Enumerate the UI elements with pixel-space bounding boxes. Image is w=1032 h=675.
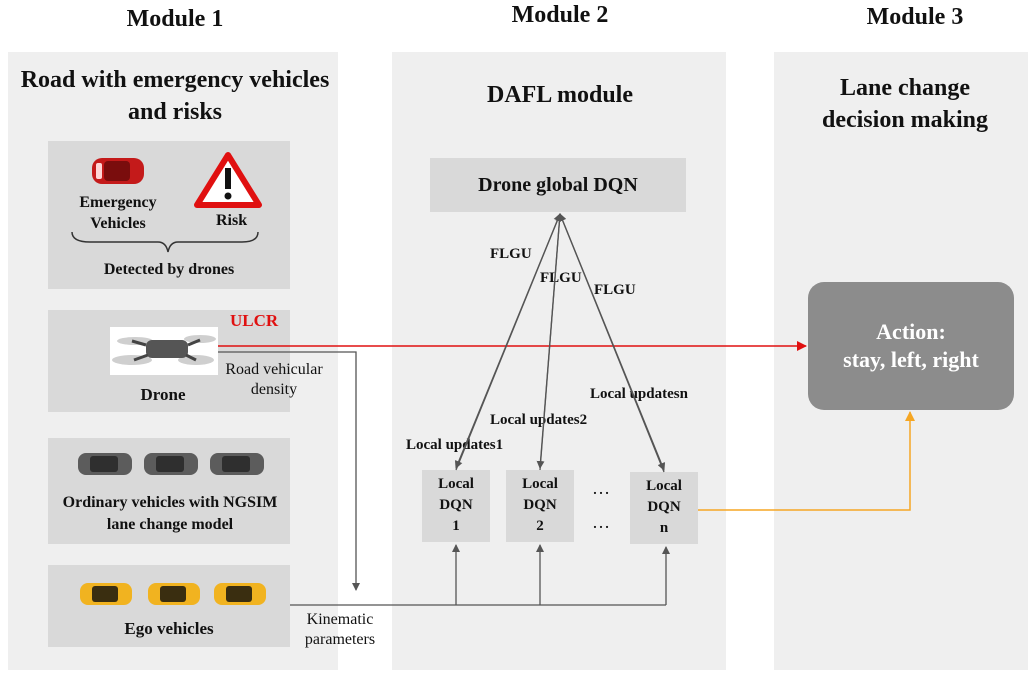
brace-icon	[71, 231, 259, 253]
ego-vehicles-label: Ego vehicles	[124, 619, 214, 638]
module-1-title: Module 1	[126, 6, 224, 32]
yellow-car-icon-2	[148, 583, 200, 605]
local-updates-n-label: Local updatesn	[590, 386, 688, 402]
action-options: stay, left, right	[843, 347, 979, 372]
local-dqn-1-line3: 1	[452, 518, 460, 534]
local-updates-2-label: Local updates2	[490, 412, 588, 428]
flgu-label-3: FLGU	[594, 282, 636, 298]
ego-vehicles-box	[48, 565, 290, 647]
flgu-arrow-2	[536, 213, 561, 469]
local-dqn-1-box	[422, 470, 490, 542]
kinematic-label: Kinematic parameters	[304, 611, 376, 648]
module-2-title: Module 2	[511, 2, 609, 28]
ordinary-vehicles-label: Ordinary vehicles with NGSIM lane change…	[62, 494, 278, 533]
local-dqn-2-line2: DQN	[523, 497, 557, 513]
local-dqn-2-label: Local DQN 2	[506, 474, 574, 537]
road-density-label: Road vehicular density	[225, 361, 323, 398]
action-label: Action: stay, left, right	[808, 318, 1014, 374]
local-dqn-n-box	[630, 472, 698, 544]
density-connector	[218, 351, 360, 591]
global-dqn-box	[430, 158, 686, 212]
yellow-car-icon-1	[80, 583, 132, 605]
module-3-title: Module 3	[866, 4, 964, 30]
global-dqn-label: Drone global DQN	[478, 174, 638, 196]
local-dqn-1-line1: Local	[438, 476, 474, 492]
emergency-car-icon	[92, 158, 144, 184]
drone-icon	[110, 327, 218, 375]
emergency-risk-box	[48, 141, 290, 289]
module-1-panel-title: Road with emergency vehicles and risks	[20, 67, 330, 125]
yellow-car-icon-3	[214, 583, 266, 605]
gray-car-icon-2	[144, 453, 198, 475]
ellipsis-top: …	[592, 478, 610, 498]
flgu-arrow-1	[454, 213, 561, 469]
flgu-label-1: FLGU	[490, 246, 532, 262]
local-dqn-1-label: Local DQN 1	[422, 474, 490, 537]
module-2-panel	[392, 52, 726, 670]
local-dqn-n-label: Local DQN n	[630, 476, 698, 539]
detected-by-drones-label: Detected by drones	[103, 261, 235, 278]
flgu-arrow-n	[559, 213, 666, 471]
local-dqn-n-line1: Local	[646, 478, 682, 494]
gray-car-icon-3	[210, 453, 264, 475]
drone-label: Drone	[140, 385, 186, 404]
ulcr-label: ULCR	[230, 311, 279, 330]
action-feed-arrow	[698, 411, 915, 511]
local-dqn-n-line3: n	[659, 520, 669, 536]
action-box	[808, 282, 1014, 410]
local-dqn-2-line1: Local	[522, 476, 558, 492]
gray-car-icon-1	[78, 453, 132, 475]
flgu-label-2: FLGU	[540, 270, 582, 286]
local-updates-1-label: Local updates1	[406, 437, 504, 453]
module-2-panel-title: DAFL module	[486, 82, 633, 108]
ellipsis-bottom: …	[592, 512, 610, 532]
warning-triangle-icon	[194, 152, 262, 208]
module-3-panel-title: Lane change decision making	[821, 75, 989, 133]
emergency-vehicles-label: Emergency Vehicles	[79, 194, 157, 232]
risk-label: Risk	[216, 212, 248, 229]
local-dqn-2-line3: 2	[536, 518, 544, 534]
local-dqn-2-box	[506, 470, 574, 542]
action-title: Action:	[876, 319, 946, 344]
local-dqn-n-line2: DQN	[647, 499, 681, 515]
local-dqn-1-line2: DQN	[439, 497, 473, 513]
